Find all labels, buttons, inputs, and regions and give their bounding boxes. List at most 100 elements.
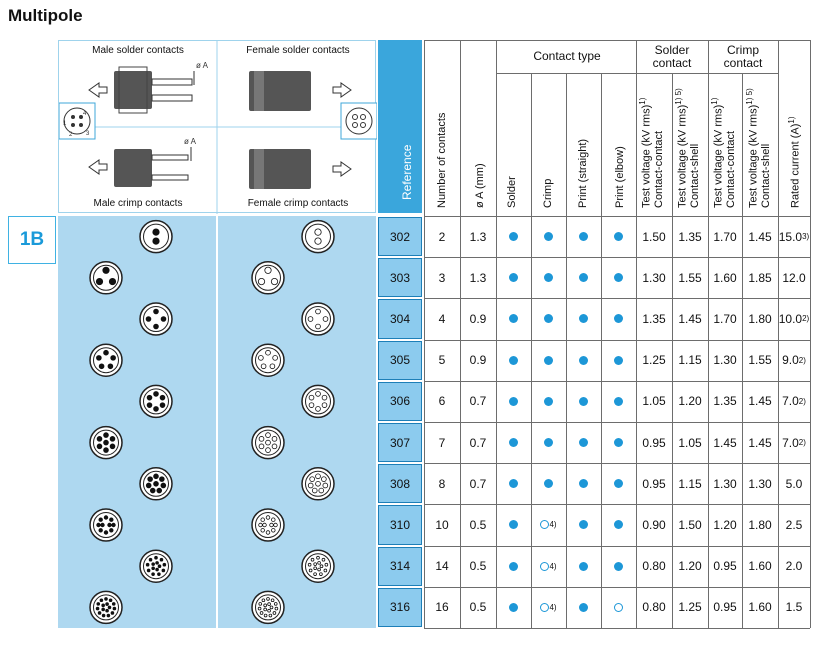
table-cell [601, 381, 636, 422]
table-cell: 0.7 [469, 394, 487, 409]
table-cell: 1.45 [748, 435, 772, 450]
table-cell: 0.95 [642, 435, 666, 450]
table-cell: 1.15 [678, 353, 702, 368]
table-cell [566, 216, 601, 257]
available-marker-icon [544, 438, 553, 448]
table-cell: 1.85 [748, 270, 772, 285]
col-header-print-straight: Print (straight) [577, 138, 589, 208]
table-cell: 1.30 [713, 476, 737, 491]
reference-header: Reference [378, 40, 422, 213]
table-cell [566, 340, 601, 381]
col-header-contacts: Number of contacts [436, 112, 448, 208]
table-cell [601, 298, 636, 339]
table-cell: 1.05 [678, 435, 702, 450]
male-crimp-label: Male crimp contacts [93, 198, 183, 209]
available-marker-icon [614, 479, 623, 489]
table-cell: 1.45 [678, 311, 702, 326]
dim-label-top: ø A [196, 61, 209, 70]
page-title: Multipole [8, 6, 83, 25]
table-cell: 2 [438, 229, 446, 244]
table-cell: 1.25 [678, 600, 702, 615]
table-cell: 1.60 [713, 270, 737, 285]
table-cell [566, 298, 601, 339]
table-cell [566, 381, 601, 422]
available-marker-icon [579, 602, 588, 612]
table-cell: 1.45 [748, 229, 772, 244]
table-cell: 8 [438, 476, 446, 491]
available-marker-icon [544, 273, 553, 283]
table-cell: 0.5 [469, 600, 487, 615]
available-marker-icon [509, 438, 518, 448]
available-marker-icon [579, 232, 588, 242]
table-cell [496, 504, 531, 545]
reference-cell: 305 [378, 340, 422, 380]
table-cell: 1.70 [713, 311, 737, 326]
col-header-crimp-contact: Crimp contact [723, 43, 763, 70]
table-cell [531, 422, 566, 463]
pin-number: 2 [69, 132, 73, 138]
table-cell [601, 216, 636, 257]
table-cell: 0.80 [642, 600, 666, 615]
table-cell: 1.55 [678, 270, 702, 285]
table-cell: 1.5 [785, 600, 803, 615]
reference-cell: 302 [378, 217, 422, 257]
table-cell: 1.35 [713, 394, 737, 409]
male-solder-label: Male solder contacts [92, 45, 184, 56]
table-cell [496, 257, 531, 298]
table-cell: 2.5 [785, 517, 803, 532]
reference-cell: 303 [378, 258, 422, 298]
col-header-print-elbow: Print (elbow) [614, 146, 626, 208]
connector-face-illustrations [89, 219, 335, 625]
available-marker-icon [579, 273, 588, 283]
table-cell: 1.3 [469, 270, 487, 285]
table-cell [601, 422, 636, 463]
available-marker-icon [509, 273, 518, 283]
pin-number: 4 [83, 111, 87, 117]
reference-cell: 307 [378, 423, 422, 463]
available-marker-icon [544, 355, 553, 365]
table-cell [496, 587, 531, 628]
available-marker-icon [614, 396, 623, 406]
col-header-diameter: ø A (mm) [474, 163, 486, 208]
available-marker-icon [614, 355, 623, 365]
available-marker-icon [614, 438, 623, 448]
spec-table: Number of contacts ø A (mm) Contact type… [424, 40, 811, 630]
table-cell: 5 [438, 353, 446, 368]
male-face-view [59, 102, 96, 140]
optional-marker-icon [540, 561, 550, 571]
connector-drawings: ø A ø A 4 1 2 3 [59, 41, 377, 214]
table-cell [566, 257, 601, 298]
table-cell: 4) [531, 546, 566, 587]
male-crimp-drawing [88, 147, 192, 187]
reference-cell: 310 [378, 505, 422, 545]
col-header-rated-current: Rated current (A)1) [787, 116, 802, 209]
optional-marker-icon [540, 602, 550, 612]
table-cell: 0.90 [642, 517, 666, 532]
table-cell: 0.80 [642, 559, 666, 574]
table-cell [496, 216, 531, 257]
table-cell: 1.3 [469, 229, 487, 244]
table-cell: 1.30 [713, 353, 737, 368]
available-marker-icon [509, 520, 518, 530]
available-marker-icon [509, 314, 518, 324]
available-marker-icon [579, 355, 588, 365]
table-cell [496, 546, 531, 587]
available-marker-icon [579, 396, 588, 406]
female-crimp-drawing [249, 149, 352, 189]
available-marker-icon [579, 314, 588, 324]
table-cell: 3 [438, 270, 446, 285]
table-cell: 0.5 [469, 517, 487, 532]
table-cell: 12.0 [782, 270, 806, 285]
available-marker-icon [614, 561, 623, 571]
table-cell: 1.25 [642, 353, 666, 368]
available-marker-icon [509, 355, 518, 365]
table-cell [601, 504, 636, 545]
table-cell: 0.9 [469, 353, 487, 368]
reference-cell: 304 [378, 299, 422, 339]
table-cell: 14 [435, 559, 449, 574]
col-header-solder-contact: Solder contact [652, 43, 692, 70]
available-marker-icon [544, 479, 553, 489]
table-cell: 1.20 [713, 517, 737, 532]
